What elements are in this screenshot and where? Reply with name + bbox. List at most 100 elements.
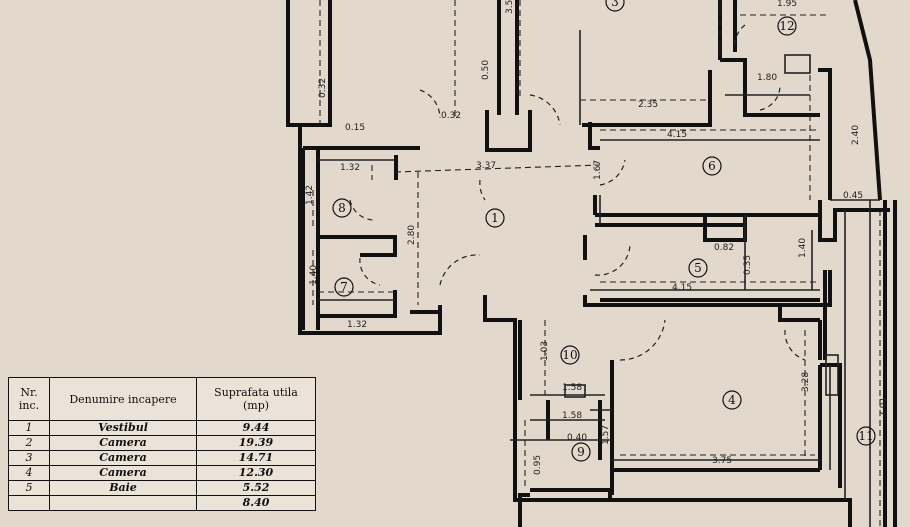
room-number-9: 9 — [571, 442, 591, 462]
legend-row: 8.40 — [8, 495, 316, 511]
room-number-circle — [560, 345, 580, 365]
dimension-label: 1.80 — [757, 73, 777, 83]
legend-row: 5 Baie 5.52 — [8, 480, 316, 496]
room-number-1: 1 — [485, 208, 505, 228]
room-number-circle — [722, 390, 742, 410]
room-number-circle — [571, 442, 591, 462]
legend-row-name: Camera — [49, 435, 197, 451]
dimension-label: 4.15 — [672, 283, 692, 293]
legend-row: 3 Camera 14.71 — [8, 450, 316, 466]
room-number-circle — [605, 0, 625, 12]
room-number-text: 1 — [491, 211, 499, 225]
legend-row: 2 Camera 19.39 — [8, 435, 316, 451]
room-number-11: 11 — [856, 426, 876, 446]
legend-row-nr — [8, 495, 50, 511]
room-number-4: 4 — [722, 390, 742, 410]
legend-row: 4 Camera 12.30 — [8, 465, 316, 481]
dimension-label: 0.32 — [441, 111, 461, 121]
legend-row-area: 19.39 — [196, 435, 316, 451]
inner-lines — [318, 30, 871, 527]
room-number-circle — [777, 16, 797, 36]
room-number-text: 11 — [858, 429, 873, 443]
dimension-label: 0.50 — [481, 60, 491, 80]
walls — [286, 0, 897, 527]
dimension-label: 0.45 — [843, 191, 863, 201]
room-number-text: 7 — [340, 280, 348, 294]
legend-row-area: 14.71 — [196, 450, 316, 466]
dimension-label: 1.40 — [798, 238, 808, 258]
dimension-label: 2.35 — [638, 100, 658, 110]
legend-row-name — [49, 495, 197, 511]
legend-row-nr: 3 — [8, 450, 50, 466]
room-labels: 1 3 4 5 6 7 8 9 10 11 12 — [332, 0, 876, 462]
dimension-label: 2.40 — [851, 125, 861, 145]
legend-header-row: Nr. inc. Denumire incapere Suprafata uti… — [8, 377, 316, 421]
dimension-lines — [312, 0, 881, 527]
dimension-label: 0.40 — [567, 433, 587, 443]
legend-row-area: 12.30 — [196, 465, 316, 481]
room-number-text: 12 — [779, 19, 794, 33]
legend-row-nr: 5 — [8, 480, 50, 496]
room-number-circle — [485, 208, 505, 228]
dimension-label: 0.32 — [318, 78, 328, 98]
dimension-label: 2.80 — [407, 225, 417, 245]
room-number-3: 3 — [605, 0, 625, 12]
legend-row-area: 9.44 — [196, 420, 316, 436]
legend-row-nr: 1 — [8, 420, 50, 436]
dimension-label: 0.35 — [743, 255, 753, 275]
room-number-circle — [334, 277, 354, 297]
room-number-8: 8 — [332, 198, 352, 218]
dimension-label: 3.75 — [712, 456, 732, 466]
legend-header-nr-line1: Nr. — [20, 386, 38, 399]
room-number-text: 6 — [708, 159, 716, 173]
dimension-label: 3.37 — [476, 161, 496, 171]
legend-row-name: Camera — [49, 450, 197, 466]
dimension-label: 1.58 — [562, 383, 582, 393]
room-number-circle — [332, 198, 352, 218]
room-number-5: 5 — [688, 258, 708, 278]
legend-row-nr: 2 — [8, 435, 50, 451]
legend-row-area: 8.40 — [196, 495, 316, 511]
legend-header-nr: Nr. inc. — [8, 377, 50, 421]
dimension-label: 3.55 — [505, 0, 515, 14]
dimension-label: 1.95 — [777, 0, 797, 9]
legend-row-name: Camera — [49, 465, 197, 481]
dimension-label: 1.03 — [540, 341, 550, 361]
legend-header-nr-line2: inc. — [18, 399, 40, 412]
room-number-6: 6 — [702, 156, 722, 176]
room-number-text: 8 — [338, 201, 346, 215]
legend-row-name: Baie — [49, 480, 197, 496]
room-number-circle — [688, 258, 708, 278]
dimension-label: 1.32 — [340, 163, 360, 173]
legend-header-area-line1: Suprafata utila — [214, 386, 298, 399]
dimension-label: 0.82 — [714, 243, 734, 253]
dimension-label: 0.95 — [533, 455, 543, 475]
legend-row: 1 Vestibul 9.44 — [8, 420, 316, 436]
dimension-label: 1.58 — [562, 411, 582, 421]
legend-header-name: Denumire incapere — [49, 377, 197, 421]
dimension-label: 1.67 — [593, 160, 603, 180]
room-number-text: 9 — [577, 445, 585, 459]
dimension-label: 3.28 — [801, 372, 811, 392]
dimension-label: 1.32 — [347, 320, 367, 330]
dimension-labels: 0.32 0.15 0.32 0.50 3.55 1.32 1.42 2.80 3.37 1.40… — [305, 0, 889, 475]
fixtures — [564, 54, 880, 398]
dimension-label: 4.15 — [667, 130, 687, 140]
room-number-circle — [856, 426, 876, 446]
room-number-10: 10 — [560, 345, 580, 365]
door-swings — [349, 24, 806, 361]
room-number-text: 5 — [694, 261, 702, 275]
room-number-text: 4 — [728, 393, 736, 407]
legend-row-area: 5.52 — [196, 480, 316, 496]
room-area-legend: Nr. inc. Denumire incapere Suprafata uti… — [8, 377, 316, 511]
legend-row-name: Vestibul — [49, 420, 197, 436]
room-number-text: 10 — [562, 348, 577, 362]
dimension-label: 0.15 — [345, 123, 365, 133]
dimension-label: 1.42 — [305, 185, 315, 205]
room-number-circle — [702, 156, 722, 176]
legend-header-area-line2: (mp) — [242, 399, 270, 412]
room-number-7: 7 — [334, 277, 354, 297]
room-number-12: 12 — [777, 16, 797, 36]
dimension-label: 1.40 — [309, 265, 319, 285]
